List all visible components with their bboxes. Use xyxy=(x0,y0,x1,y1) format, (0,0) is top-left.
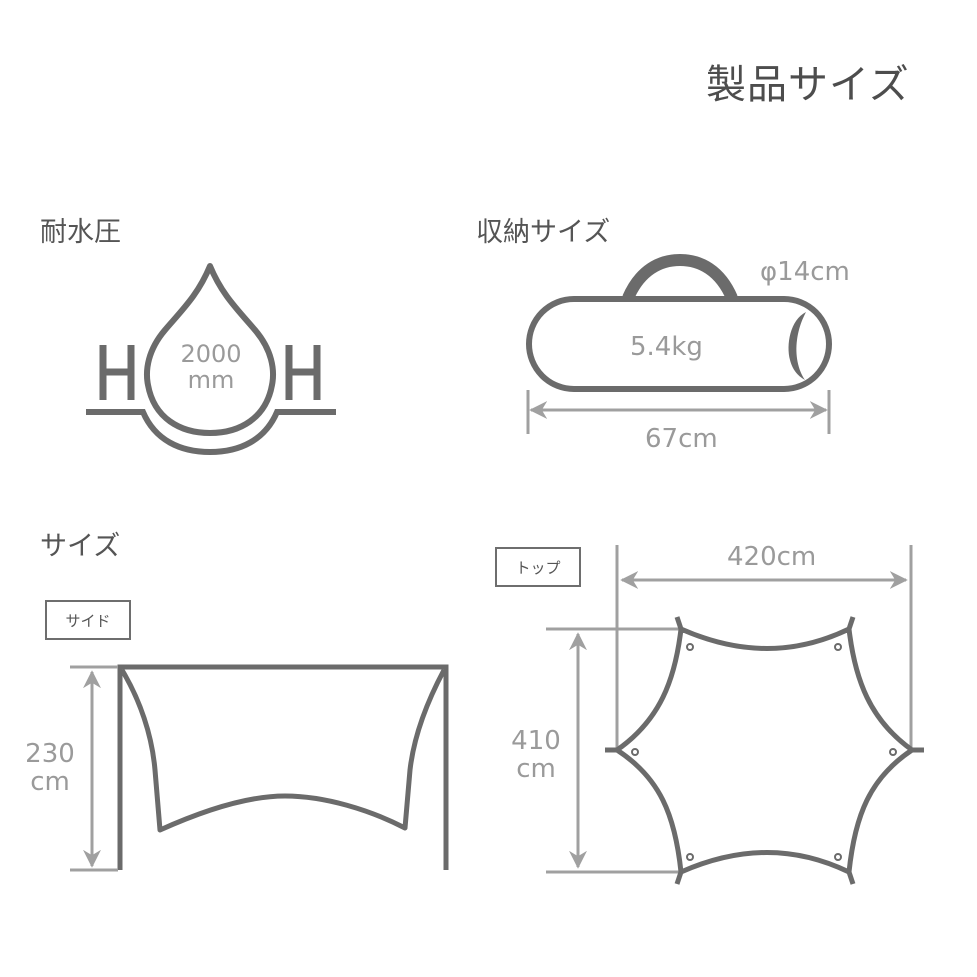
top-depth-value: 410 xyxy=(511,726,561,756)
side-height-dimension xyxy=(70,665,118,872)
water-pressure-value: 2000 xyxy=(180,340,242,368)
page-title: 製品サイズ xyxy=(706,62,910,108)
side-height-unit: cm xyxy=(30,767,70,797)
top-view-depth-dimension xyxy=(546,627,680,874)
h-letter-icon-left xyxy=(99,345,135,400)
storage-size-label: 収納サイズ xyxy=(476,217,611,248)
water-drop-icon xyxy=(86,263,336,456)
top-width: 420cm xyxy=(727,542,817,572)
storage-diameter: φ14cm xyxy=(760,257,850,287)
storage-weight: 5.4kg xyxy=(630,332,703,362)
water-pressure-unit: mm xyxy=(187,366,235,394)
side-height-value: 230 xyxy=(25,739,75,769)
top-depth-unit: cm xyxy=(516,754,556,784)
top-view-shape xyxy=(605,616,924,885)
storage-length: 67cm xyxy=(645,424,718,454)
side-view-shape xyxy=(117,664,449,870)
top-view-width-dimension xyxy=(615,545,913,748)
top-view-tag: トップ xyxy=(495,547,581,587)
storage-bag-icon xyxy=(526,253,832,392)
storage-length-dimension xyxy=(526,390,831,434)
water-pressure-label: 耐水圧 xyxy=(40,217,121,248)
side-view-tag: サイド xyxy=(45,600,131,640)
grommet-icons xyxy=(631,643,897,861)
size-label: サイズ xyxy=(40,531,121,562)
h-letter-icon-right xyxy=(285,345,321,400)
